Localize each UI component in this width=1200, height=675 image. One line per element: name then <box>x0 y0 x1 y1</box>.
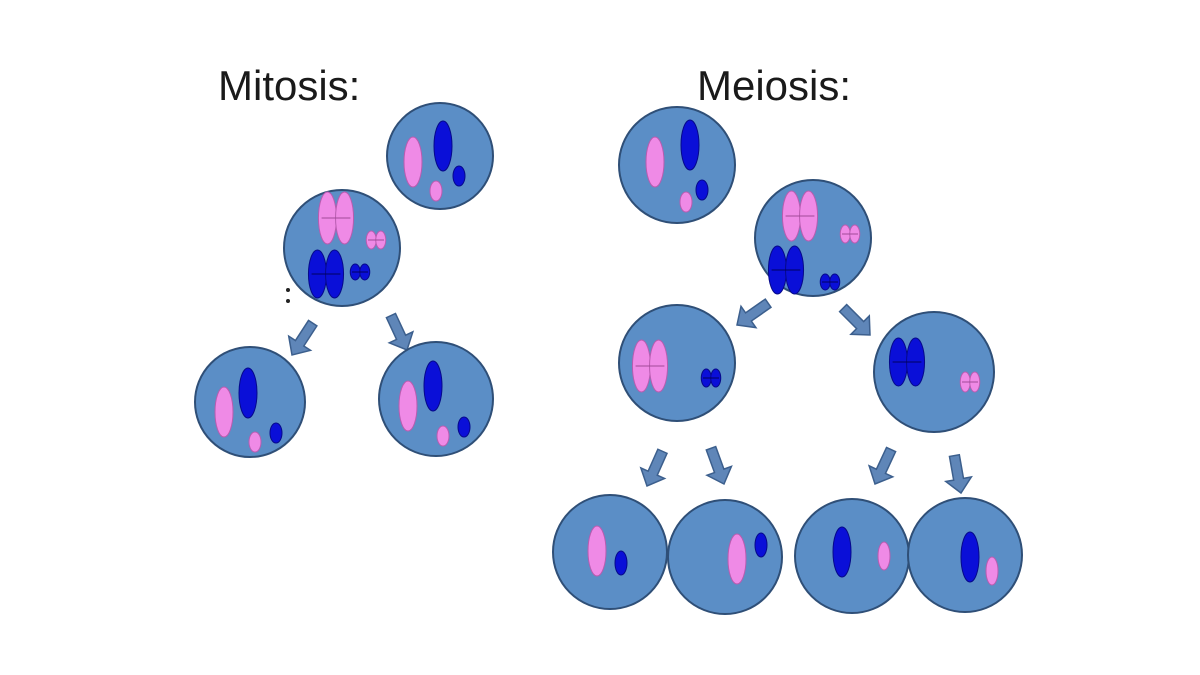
meiosis-gamete-4 <box>907 497 1023 613</box>
chromosome-pink-short-duplicated <box>839 224 861 244</box>
chromosome-pink-short <box>429 180 443 202</box>
chromosome-blue-short <box>457 416 471 438</box>
meiosis-gamete-2 <box>667 499 783 615</box>
chromosome-pink-short <box>436 425 450 447</box>
chromosome-blue-long <box>960 531 980 583</box>
chromosome-blue-short-duplicated <box>819 273 841 291</box>
chromosome-pink-long <box>645 136 665 188</box>
mitosis-daughter-cell-left <box>194 346 306 458</box>
chromosome-blue-long-duplicated <box>767 245 805 295</box>
chromosome-blue-long <box>433 120 453 172</box>
chromosome-blue-short <box>695 179 709 201</box>
chromosome-pink-long <box>398 380 418 432</box>
meiosis-gamete-3 <box>794 498 910 614</box>
mitosis-arrow-right <box>385 312 415 351</box>
chromosome-blue-short <box>452 165 466 187</box>
meiosis-gamete-1 <box>552 494 668 610</box>
chromosome-pink-long-duplicated <box>317 191 355 245</box>
chromosome-blue-short-duplicated <box>349 263 371 281</box>
chromosome-blue-short <box>614 550 628 576</box>
chromosome-pink-long-duplicated <box>631 339 669 393</box>
chromosome-blue-long <box>832 526 852 578</box>
chromosome-pink-short <box>248 431 262 453</box>
cell-membrane <box>552 494 668 610</box>
chromosome-blue-long-duplicated <box>307 249 345 299</box>
meiosis-arrow-2b <box>705 445 733 486</box>
mitosis-arrow-left <box>287 319 318 356</box>
meiosis-arrow-2d <box>943 453 973 495</box>
chromosome-pink-long <box>727 533 747 585</box>
cell-membrane <box>667 499 783 615</box>
meiosis-arrow-1-left <box>736 298 773 329</box>
cell-membrane <box>794 498 910 614</box>
meiosis-arrow-1-right <box>838 303 871 336</box>
dot <box>286 288 290 292</box>
chromosome-blue-long <box>238 367 258 419</box>
cell-membrane <box>618 304 736 422</box>
chromosome-pink-short-duplicated <box>365 230 387 250</box>
mitosis-daughter-cell-right <box>378 341 494 457</box>
chromosome-blue-short <box>754 532 768 558</box>
chromosome-blue-short <box>269 422 283 444</box>
chromosome-pink-long <box>403 136 423 188</box>
dot <box>286 299 290 303</box>
chromosome-pink-long <box>587 525 607 577</box>
chromosome-pink-long <box>214 386 234 438</box>
meiosis-title: Meiosis: <box>697 62 852 109</box>
chromosome-pink-long-duplicated <box>781 190 819 242</box>
chromosome-blue-long <box>680 119 700 171</box>
meiosis-arrow-2a <box>639 448 669 488</box>
chromosome-pink-short <box>877 541 891 571</box>
meiosis-parent-cell <box>618 106 736 224</box>
chromosome-blue-long-duplicated <box>888 337 926 387</box>
chromosome-blue-short-duplicated <box>700 368 722 388</box>
meiosis-replicated-cell <box>754 179 872 297</box>
chromosome-pink-short <box>985 556 999 586</box>
meiosis-arrow-2c <box>867 446 897 485</box>
meiosis-first-division-cell-left <box>618 304 736 422</box>
mitosis-title: Mitosis: <box>218 62 361 109</box>
mitosis-replicated-cell <box>283 189 401 307</box>
cell-membrane <box>618 106 736 224</box>
chromosome-pink-short <box>679 191 693 213</box>
mitosis-parent-cell <box>386 102 494 210</box>
meiosis-first-division-cell-right <box>873 311 995 433</box>
chromosome-pink-short-duplicated <box>959 371 981 393</box>
chromosome-blue-long <box>423 360 443 412</box>
